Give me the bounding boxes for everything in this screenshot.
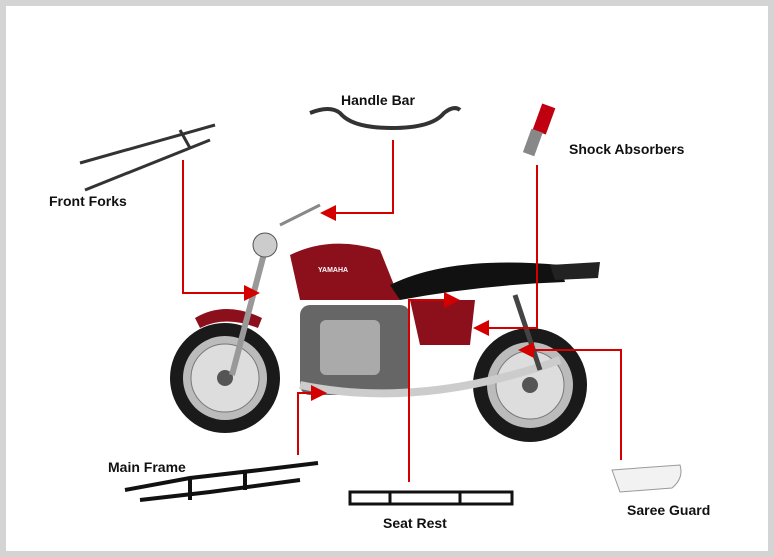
main-frame-part-image (124, 461, 319, 502)
label-handle-bar: Handle Bar (341, 92, 415, 108)
handlebar-on-bike (279, 203, 321, 227)
seat (390, 262, 565, 300)
front-forks-arrow (182, 160, 260, 301)
label-front-forks: Front Forks (49, 193, 127, 209)
headlight (252, 232, 278, 258)
rear-rack (550, 262, 600, 280)
front-forks-part-image (79, 123, 216, 192)
shock-absorbers-arrow (473, 165, 538, 336)
main-frame-arrow (297, 385, 327, 455)
label-seat-rest: Seat Rest (383, 515, 447, 531)
handle-bar-arrow (320, 140, 394, 221)
exhaust (299, 356, 562, 398)
tank-logo: YAMAHA (318, 267, 348, 274)
label-shock-absorbers: Shock Absorbers (569, 141, 685, 157)
handle-bar-part-image (309, 106, 462, 131)
saree-guard-arrow (518, 342, 622, 460)
front-fork-on-bike (229, 249, 268, 376)
label-main-frame: Main Frame (108, 459, 186, 475)
fuel-tank (290, 243, 400, 300)
motorcycle-image: YAMAHA (170, 203, 600, 442)
shock-absorber-part-image (522, 103, 556, 157)
saree-guard-part-image (611, 464, 682, 493)
seat-rest-arrow (408, 292, 460, 482)
seat-rest-part-image (348, 490, 514, 506)
side-cover (410, 300, 475, 345)
label-saree-guard: Saree Guard (627, 502, 711, 518)
